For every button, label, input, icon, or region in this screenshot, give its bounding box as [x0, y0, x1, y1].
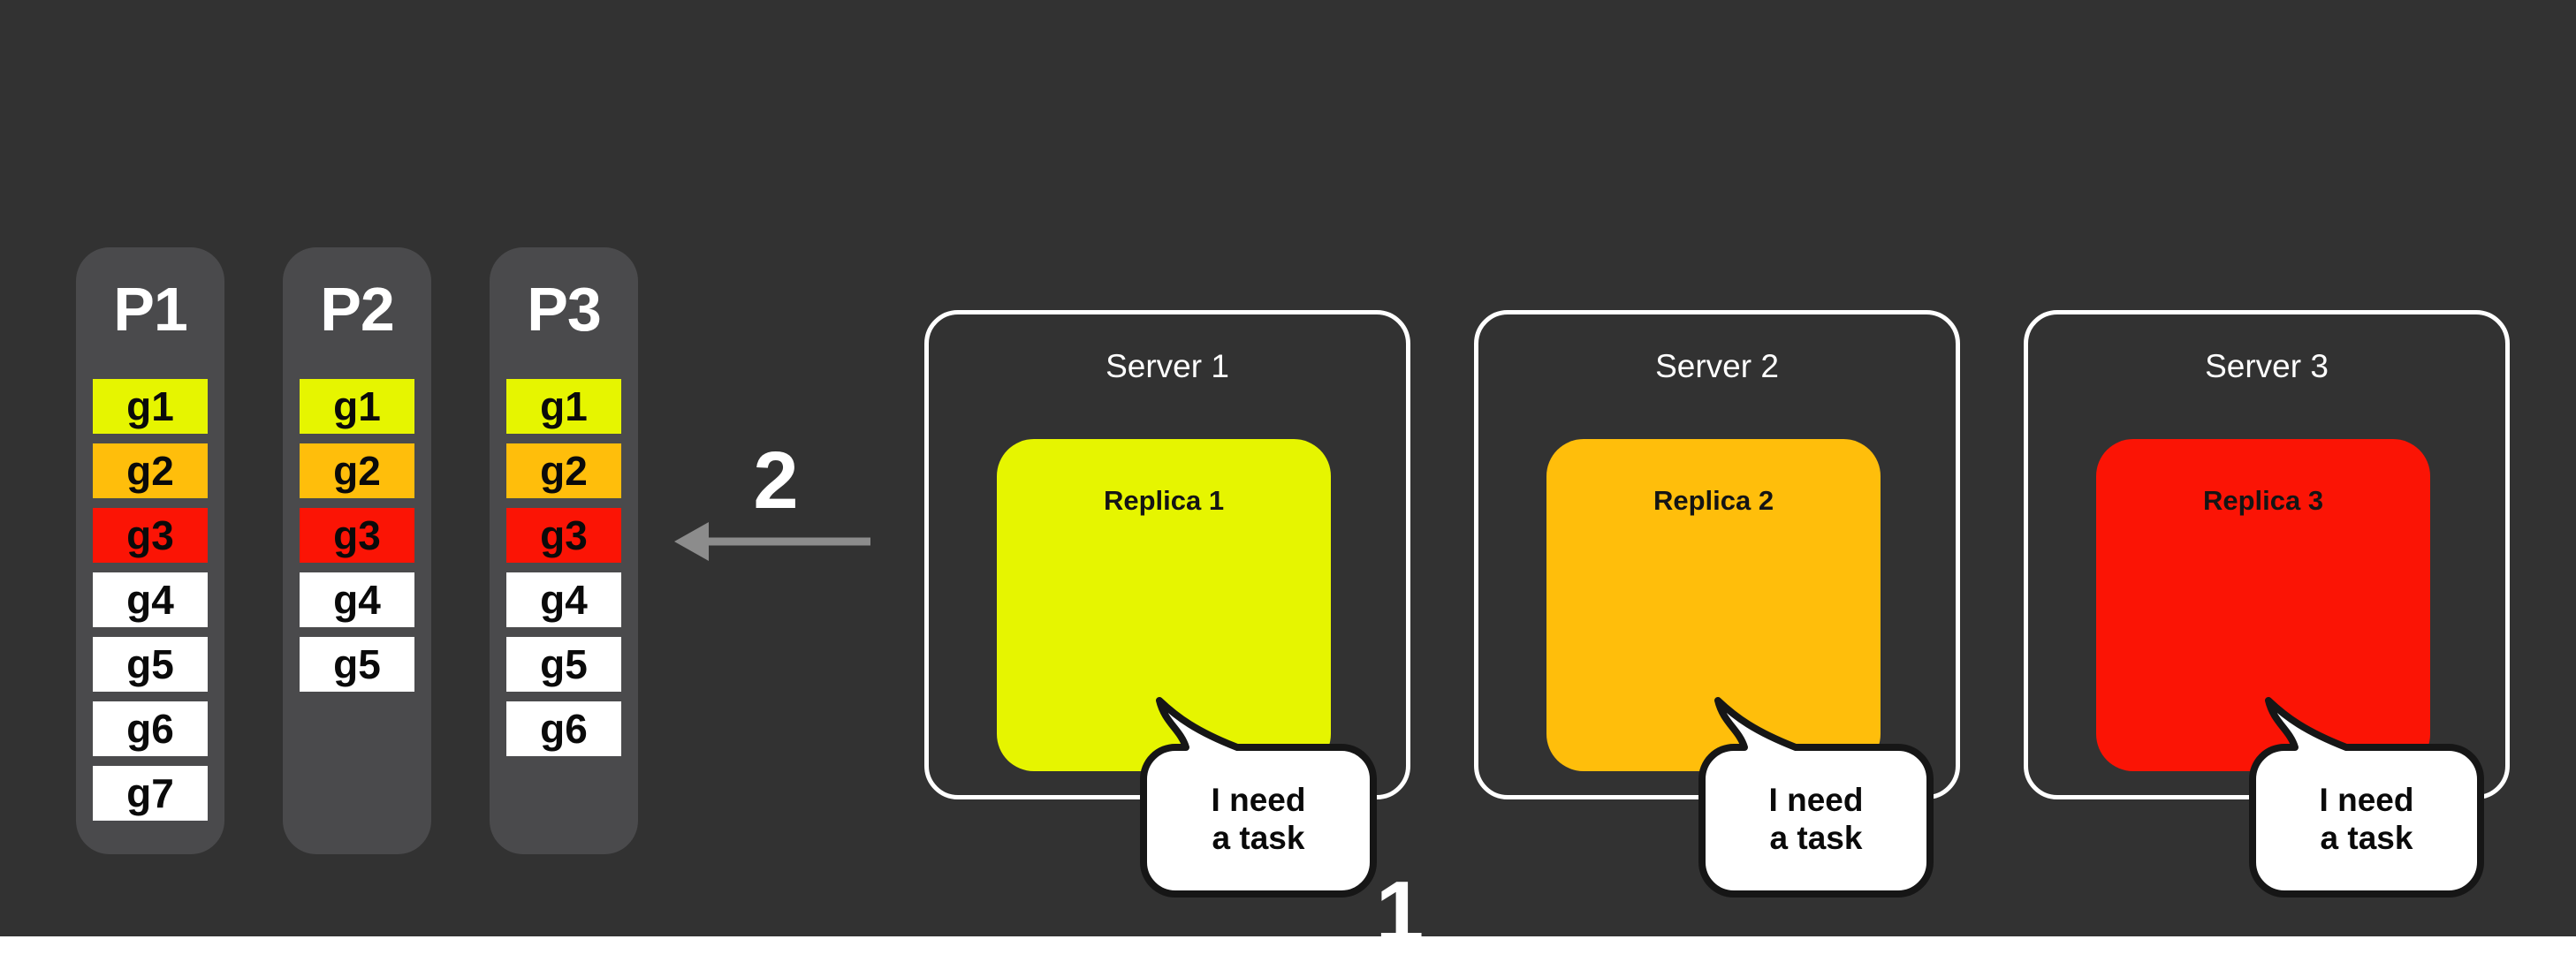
task-cell: g5	[506, 637, 621, 692]
step-1-label: 1	[1375, 863, 1425, 960]
bubble-line: a task	[1769, 820, 1863, 856]
task-cell: g2	[300, 443, 414, 498]
task-cell: g2	[93, 443, 208, 498]
replica-1-box: Replica 1	[997, 439, 1331, 771]
partition-column-p3: P3 g1 g2 g3 g4 g5 g6	[490, 247, 638, 854]
task-cell: g7	[93, 766, 208, 821]
arrow-head-left-icon	[674, 522, 709, 561]
task-cell: g5	[93, 637, 208, 692]
task-cell: g3	[300, 508, 414, 563]
diagram-canvas: P1 g1 g2 g3 g4 g5 g6 g7 P2 g1 g2 g3 g4 g…	[0, 0, 2576, 936]
partition-title: P2	[320, 275, 395, 344]
partition-title: P1	[113, 275, 188, 344]
bubble-text-server-2: I need a task	[1701, 781, 1931, 857]
server-2-box: Server 2 Replica 2	[1474, 310, 1960, 799]
bubble-line: I need	[1211, 782, 1306, 818]
task-cell: g5	[300, 637, 414, 692]
server-title: Server 1	[1106, 348, 1229, 384]
replica-label: Replica 1	[1103, 485, 1225, 516]
task-cell: g4	[506, 572, 621, 627]
task-cell: g3	[93, 508, 208, 563]
task-cell: g3	[506, 508, 621, 563]
partition-title: P3	[527, 275, 602, 344]
partition-column-p1: P1 g1 g2 g3 g4 g5 g6 g7	[76, 247, 224, 854]
server-1-box: Server 1 Replica 1	[924, 310, 1410, 799]
bubble-line: a task	[2320, 820, 2413, 856]
partition-column-p2: P2 g1 g2 g3 g4 g5	[283, 247, 431, 854]
task-cell: g4	[93, 572, 208, 627]
bubble-text-server-1: I need a task	[1144, 781, 1373, 857]
step-2-label: 2	[753, 436, 799, 526]
bubble-line: a task	[1212, 820, 1305, 856]
task-cell: g6	[506, 701, 621, 756]
task-cell: g4	[300, 572, 414, 627]
replica-2-box: Replica 2	[1546, 439, 1881, 771]
task-assignment-arrow	[674, 522, 870, 561]
replica-label: Replica 3	[2202, 485, 2324, 516]
task-cell: g2	[506, 443, 621, 498]
task-cell: g1	[506, 379, 621, 434]
server-3-box: Server 3 Replica 3	[2024, 310, 2510, 799]
server-title: Server 3	[2205, 348, 2329, 384]
bubble-line: I need	[1768, 782, 1864, 818]
task-cell: g6	[93, 701, 208, 756]
bubble-line: I need	[2319, 782, 2414, 818]
replica-label: Replica 2	[1653, 485, 1774, 516]
task-cell: g1	[93, 379, 208, 434]
server-title: Server 2	[1655, 348, 1779, 384]
replica-3-box: Replica 3	[2096, 439, 2430, 771]
task-cell: g1	[300, 379, 414, 434]
bubble-text-server-3: I need a task	[2252, 781, 2481, 857]
